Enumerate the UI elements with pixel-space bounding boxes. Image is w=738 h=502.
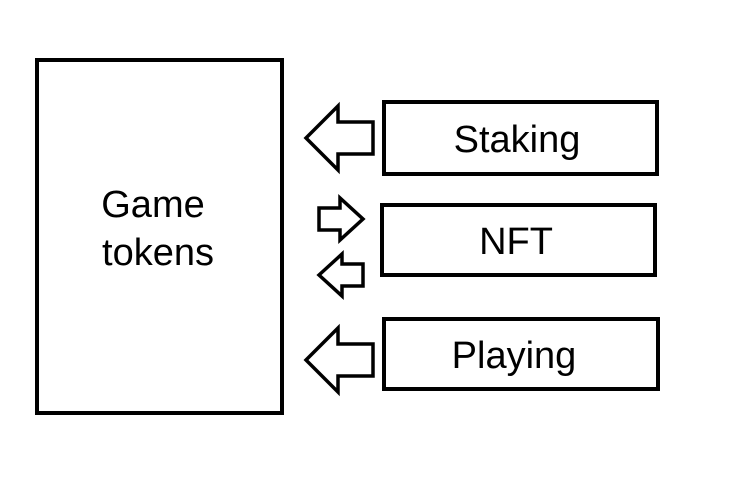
game-tokens-label-line2: tokens — [102, 232, 214, 274]
game-tokens-box: Game tokens — [35, 58, 284, 415]
nft-row: NFT — [316, 194, 657, 300]
staking-label: Staking — [454, 119, 581, 161]
staking-to-game-tokens-arrow — [303, 101, 375, 175]
playing-label: Playing — [452, 335, 577, 377]
staking-row: Staking — [303, 100, 659, 176]
staking-box — [382, 100, 659, 176]
playing-box — [382, 317, 660, 391]
playing-to-game-tokens-arrow — [303, 323, 375, 397]
nft-box — [380, 203, 657, 277]
playing-row: Playing — [303, 317, 660, 397]
game-tokens-to-nft-arrow — [317, 194, 366, 244]
nft-label: NFT — [479, 221, 553, 263]
nft-to-game-tokens-arrow — [316, 250, 365, 300]
game-tokens-label-line1: Game — [101, 184, 204, 226]
